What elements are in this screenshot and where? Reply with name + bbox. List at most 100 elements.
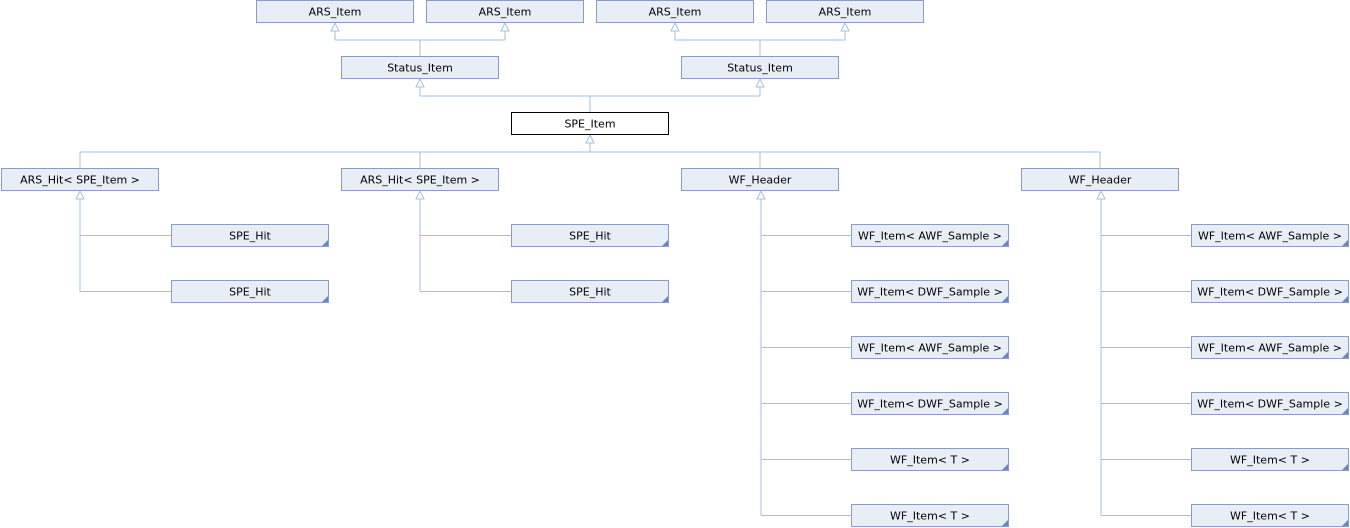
derived-marker-icon: [1002, 408, 1008, 414]
derived-marker-icon: [1002, 520, 1008, 526]
class-node-wf-item-2-1[interactable]: WF_Item< AWF_Sample >: [1191, 224, 1349, 247]
derived-marker-icon: [1002, 296, 1008, 302]
inheritance-arrow-icon: [1096, 189, 1106, 200]
derived-marker-icon: [1342, 464, 1348, 470]
class-node-wf-header-2[interactable]: WF_Header: [1021, 168, 1179, 191]
class-node-spe-hit-3[interactable]: SPE_Hit: [511, 224, 669, 247]
class-node-wf-item-1-6[interactable]: WF_Item< T >: [851, 504, 1009, 527]
class-node-label: WF_Item< AWF_Sample >: [1198, 342, 1342, 355]
class-node-label: WF_Header: [729, 174, 792, 187]
class-node-ars-hit-1[interactable]: ARS_Hit< SPE_Item >: [1, 168, 159, 191]
derived-marker-icon: [322, 240, 328, 246]
class-node-wf-item-2-5[interactable]: WF_Item< T >: [1191, 448, 1349, 471]
class-node-label: SPE_Hit: [229, 286, 271, 299]
class-node-label: WF_Item< T >: [890, 454, 970, 467]
inheritance-arrow-icon: [75, 189, 85, 200]
class-node-ars-hit-2[interactable]: ARS_Hit< SPE_Item >: [341, 168, 499, 191]
class-node-box: [851, 448, 1009, 471]
inheritance-arrow-icon: [415, 77, 425, 88]
class-node-wf-item-1-4[interactable]: WF_Item< DWF_Sample >: [851, 392, 1009, 415]
class-node-box: [1021, 168, 1179, 191]
class-node-label: WF_Item< AWF_Sample >: [1198, 230, 1342, 243]
class-node-label: ARS_Hit< SPE_Item >: [20, 174, 140, 187]
class-node-wf-header-1[interactable]: WF_Header: [681, 168, 839, 191]
inheritance-arrow-icon: [415, 189, 425, 200]
class-node-box: [851, 280, 1009, 303]
class-node-box: [511, 224, 669, 247]
class-node-spe-hit-1[interactable]: SPE_Hit: [171, 224, 329, 247]
class-node-box: [256, 0, 414, 23]
class-node-box: [681, 56, 839, 79]
class-node-wf-item-2-2[interactable]: WF_Item< DWF_Sample >: [1191, 280, 1349, 303]
class-node-spe-hit-2[interactable]: SPE_Hit: [171, 280, 329, 303]
class-node-label: WF_Item< AWF_Sample >: [858, 342, 1002, 355]
class-node-label: ARS_Hit< SPE_Item >: [360, 174, 480, 187]
class-node-label: SPE_Hit: [569, 286, 611, 299]
class-node-box: [1191, 280, 1349, 303]
class-node-label: WF_Item< T >: [890, 510, 970, 523]
class-node-box: [851, 392, 1009, 415]
class-node-box: [1191, 448, 1349, 471]
derived-marker-icon: [1342, 520, 1348, 526]
class-node-wf-item-1-3[interactable]: WF_Item< AWF_Sample >: [851, 336, 1009, 359]
class-node-box: [341, 56, 499, 79]
derived-marker-icon: [1342, 352, 1348, 358]
class-node-status-item-2[interactable]: Status_Item: [681, 56, 839, 79]
derived-marker-icon: [1342, 296, 1348, 302]
inheritance-arrow-icon: [840, 21, 850, 32]
inheritance-arrow-icon: [330, 21, 340, 32]
class-node-label: WF_Item< DWF_Sample >: [1197, 286, 1343, 299]
inheritance-arrow-icon: [755, 77, 765, 88]
class-node-ars-item-4[interactable]: ARS_Item: [766, 0, 924, 23]
class-node-wf-item-2-4[interactable]: WF_Item< DWF_Sample >: [1191, 392, 1349, 415]
class-node-label: Status_Item: [727, 62, 793, 75]
inheritance-arrow-icon: [670, 21, 680, 32]
class-node-box: [1191, 224, 1349, 247]
class-node-label: ARS_Item: [649, 6, 702, 19]
derived-marker-icon: [1002, 352, 1008, 358]
class-node-label: Status_Item: [387, 62, 453, 75]
class-node-label: WF_Item< T >: [1230, 510, 1310, 523]
inheritance-edges: [75, 21, 1191, 516]
derived-marker-icon: [662, 296, 668, 302]
class-node-ars-item-3[interactable]: ARS_Item: [596, 0, 754, 23]
class-node-box: [766, 0, 924, 23]
class-node-box: [1191, 336, 1349, 359]
class-node-ars-item-2[interactable]: ARS_Item: [426, 0, 584, 23]
class-node-box: [341, 168, 499, 191]
class-node-spe-item[interactable]: SPE_Item: [511, 112, 669, 135]
class-node-wf-item-1-5[interactable]: WF_Item< T >: [851, 448, 1009, 471]
inheritance-arrow-icon: [500, 21, 510, 32]
class-node-label: WF_Item< DWF_Sample >: [857, 398, 1003, 411]
inheritance-arrow-icon: [756, 189, 766, 200]
class-node-box: [851, 336, 1009, 359]
class-node-spe-hit-4[interactable]: SPE_Hit: [511, 280, 669, 303]
class-node-box: [851, 504, 1009, 527]
class-node-label: SPE_Item: [564, 118, 615, 131]
class-node-box: [1191, 504, 1349, 527]
class-node-box: [851, 224, 1009, 247]
class-node-label: SPE_Hit: [229, 230, 271, 243]
class-node-box: [511, 112, 669, 135]
class-node-status-item-1[interactable]: Status_Item: [341, 56, 499, 79]
class-node-label: WF_Header: [1069, 174, 1132, 187]
class-node-ars-item-1[interactable]: ARS_Item: [256, 0, 414, 23]
class-node-box: [596, 0, 754, 23]
class-node-label: WF_Item< AWF_Sample >: [858, 230, 1002, 243]
derived-marker-icon: [662, 240, 668, 246]
class-node-label: WF_Item< T >: [1230, 454, 1310, 467]
class-node-wf-item-2-6[interactable]: WF_Item< T >: [1191, 504, 1349, 527]
class-node-label: WF_Item< DWF_Sample >: [857, 286, 1003, 299]
derived-marker-icon: [1002, 464, 1008, 470]
class-node-box: [511, 280, 669, 303]
class-node-wf-item-1-1[interactable]: WF_Item< AWF_Sample >: [851, 224, 1009, 247]
class-node-label: SPE_Hit: [569, 230, 611, 243]
class-node-box: [1, 168, 159, 191]
class-node-wf-item-2-3[interactable]: WF_Item< AWF_Sample >: [1191, 336, 1349, 359]
class-node-wf-item-1-2[interactable]: WF_Item< DWF_Sample >: [851, 280, 1009, 303]
class-node-box: [1191, 392, 1349, 415]
derived-marker-icon: [322, 296, 328, 302]
derived-marker-icon: [1002, 240, 1008, 246]
